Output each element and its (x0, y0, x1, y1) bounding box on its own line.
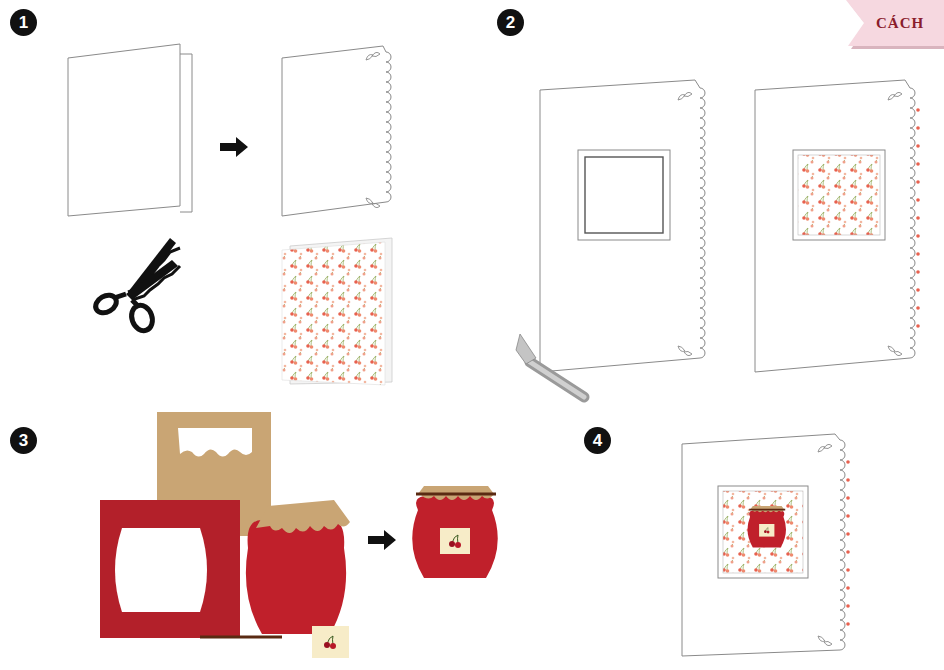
callout-number: 2 (506, 14, 515, 31)
cherry-dot (846, 496, 850, 500)
cherry-dot (916, 252, 920, 256)
step-number: 1 (10, 9, 37, 36)
cherry-dot (916, 144, 920, 148)
cherry-dot (846, 514, 850, 518)
cherry-dot (916, 198, 920, 202)
scissors (92, 238, 180, 334)
callout-number: 4 (593, 432, 602, 449)
cherry-dot (916, 216, 920, 220)
cherry-dot (846, 460, 850, 464)
cherry-dot (916, 270, 920, 274)
cherry-dot (916, 162, 920, 166)
tab-label: CÁCH (876, 16, 924, 31)
cherry-dot (846, 604, 850, 608)
tab-fill (846, 0, 944, 46)
cherry-dot (916, 108, 920, 112)
cherry-dot (916, 288, 920, 292)
title-tab: CÁCH (846, 0, 944, 46)
jam-jar (412, 486, 498, 578)
step-number: 2 (497, 9, 524, 36)
cherry-dot (846, 586, 850, 590)
callout-number: 1 (19, 14, 28, 31)
cherry-dot (846, 568, 850, 572)
cherry-dot (846, 478, 850, 482)
cherry-dot (846, 532, 850, 536)
cherry-dot (846, 550, 850, 554)
cherry-dot (916, 324, 920, 328)
cherry-dot (846, 622, 850, 626)
cherry-dot (916, 234, 920, 238)
callout-number: 3 (19, 432, 28, 449)
craft-knife (516, 334, 584, 397)
step-number: 4 (584, 427, 611, 454)
cherry-dot (916, 126, 920, 130)
step-number: 3 (10, 427, 37, 454)
cherry-dot (916, 180, 920, 184)
cherry-dot (916, 306, 920, 310)
